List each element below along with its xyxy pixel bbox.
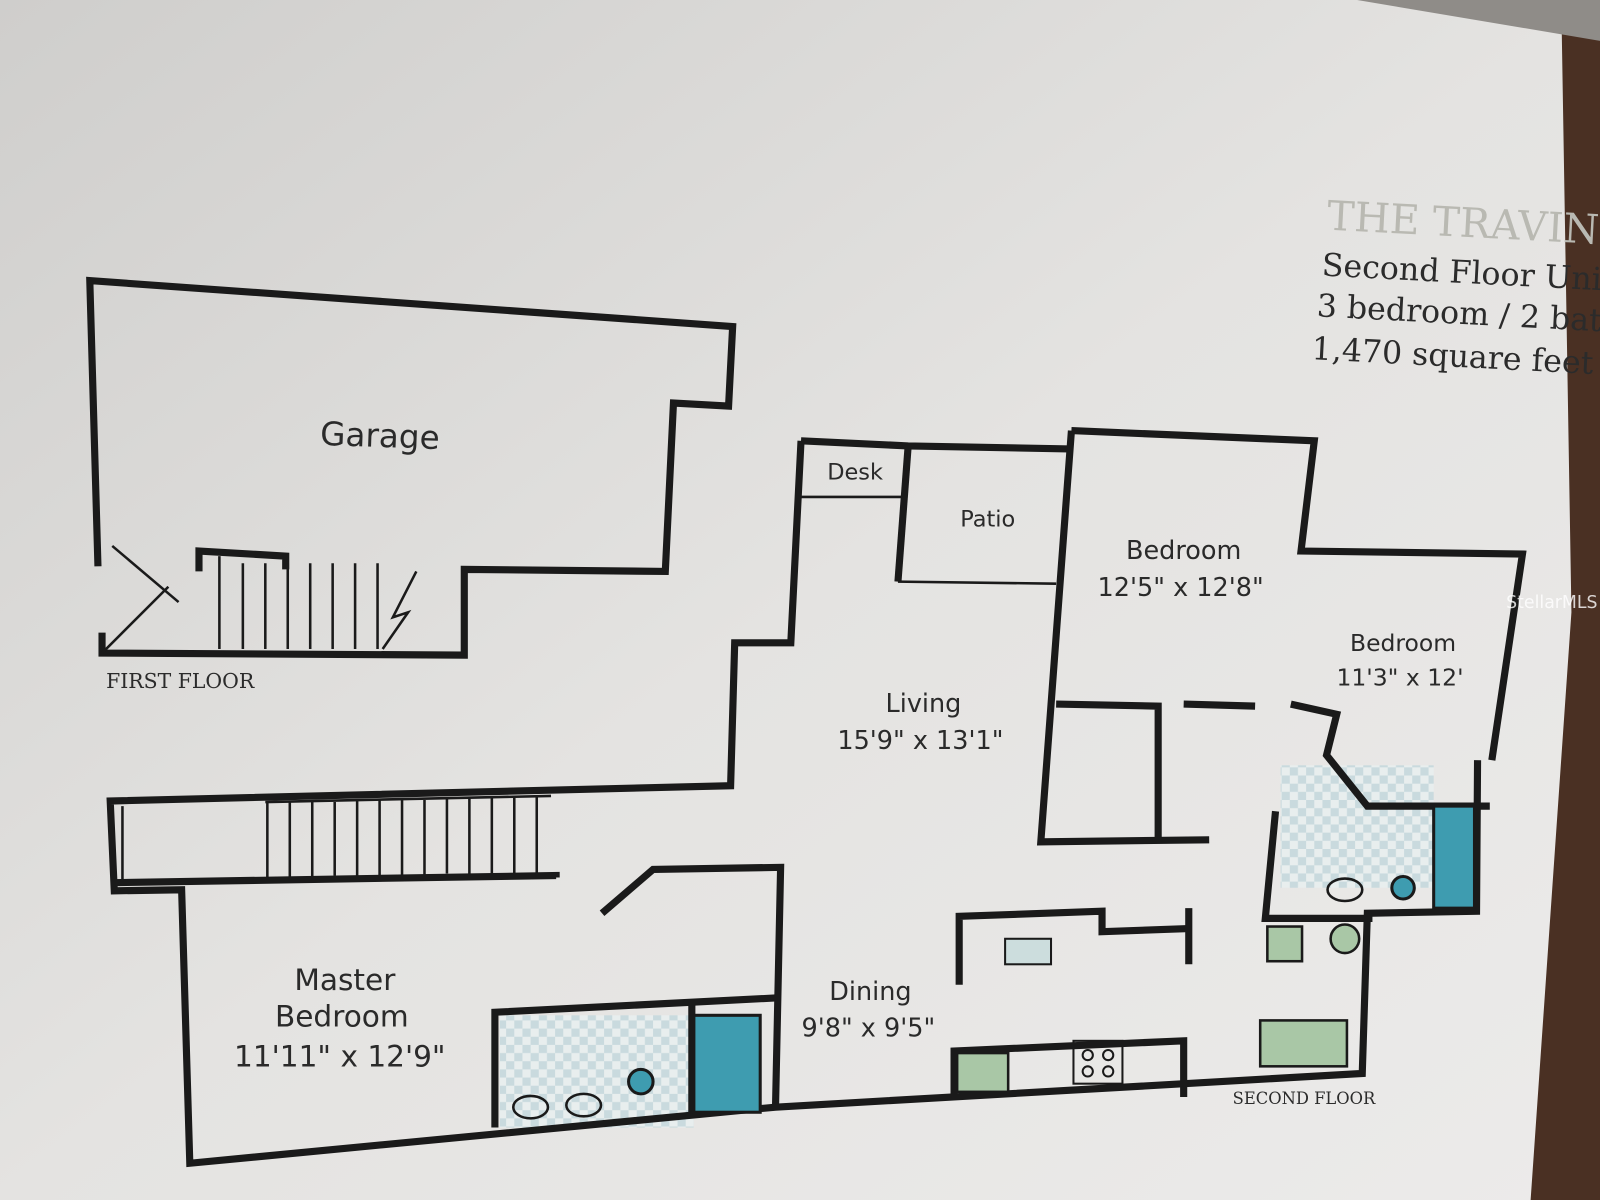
dining-size: 9'8" x 9'5" (802, 1014, 936, 1044)
bedroom-2-size: 12'5" x 12'8" (1098, 573, 1264, 603)
kitchen-sink-icon (1004, 937, 1053, 966)
hall-bathtub-icon (1432, 804, 1477, 910)
master-bath-floor (500, 1015, 694, 1128)
dishwasher-icon (955, 1051, 1010, 1094)
hall-toilet-icon (1390, 875, 1416, 901)
bedroom-2-label: Bedroom (1126, 536, 1241, 566)
master-sink-icon (565, 1092, 603, 1118)
watermark: StellarMLS (1506, 593, 1597, 613)
second-floor-label: SECOND FLOOR (1233, 1089, 1376, 1108)
unit-outer-wall (106, 440, 1482, 1168)
living-size: 15'9" x 13'1" (837, 726, 1003, 756)
bedroom-3-wall (1290, 700, 1490, 810)
patio-door (897, 580, 1057, 585)
main-stairs (266, 795, 539, 878)
garage-label: Garage (320, 415, 441, 457)
bedroom-2-closet-wall (1056, 700, 1162, 842)
hall-wall (1183, 700, 1256, 710)
master-bathtub-icon (692, 1013, 762, 1114)
garage-stairs (241, 563, 418, 650)
patio-label: Patio (960, 507, 1015, 533)
hall-bath-floor (1280, 765, 1434, 888)
hall-bath-wall (1261, 810, 1373, 922)
washer-icon (1266, 925, 1304, 963)
garage-walls (86, 276, 737, 659)
refrigerator-icon (1258, 1019, 1349, 1068)
second-floor-plan: Desk Patio Bedroom 12'5" x 12'8" Bedroom… (106, 427, 1527, 1168)
cooktop-icon (1072, 1039, 1124, 1085)
kitchen-counter-upper (955, 907, 1189, 985)
frame-edge (1530, 0, 1600, 1200)
bedroom-3-label: Bedroom (1350, 629, 1456, 657)
hall-sink-icon (1326, 877, 1364, 903)
bedroom-2-wall (1036, 430, 1210, 846)
bedroom-3-size: 11'3" x 12' (1336, 664, 1463, 692)
stair-landing-wall (195, 547, 290, 572)
first-floor-label: FIRST FLOOR (106, 669, 255, 693)
master-label-line2: Bedroom (275, 1000, 409, 1034)
master-toilet-icon (627, 1067, 655, 1096)
kitchen-counter-lower (950, 1037, 1188, 1097)
master-label-line1: Master (294, 963, 396, 997)
dining-label: Dining (829, 977, 911, 1007)
master-size: 11'11" x 12'9" (234, 1039, 446, 1073)
stair-rail (265, 794, 552, 804)
master-closet-wall (599, 863, 785, 1108)
desk-label: Desk (827, 460, 883, 486)
bedroom-outer-wall (1071, 427, 1527, 761)
master-sink-icon (511, 1094, 550, 1120)
living-label: Living (886, 689, 962, 719)
first-floor-plan: Garage FIRST FLOOR (86, 276, 737, 693)
garage-door-swing (101, 544, 180, 654)
stair-base-wall (114, 871, 560, 887)
water-heater-icon (1329, 923, 1361, 955)
patio-wall (894, 445, 912, 582)
master-bath-wall (491, 994, 776, 1128)
